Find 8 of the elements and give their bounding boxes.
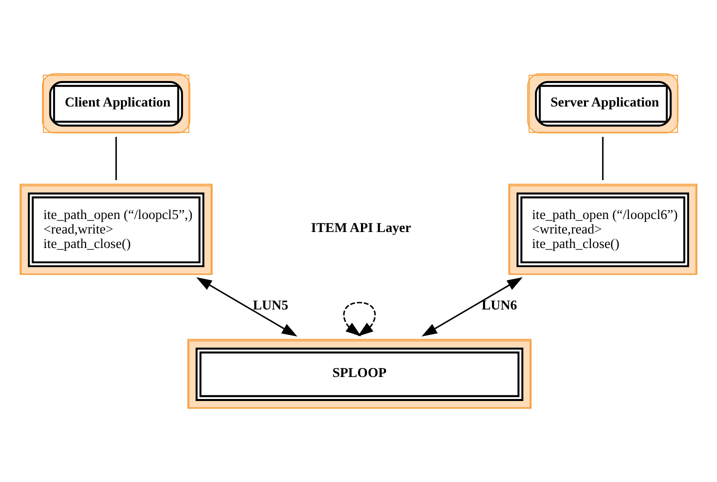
arrow xyxy=(196,277,298,336)
connector xyxy=(602,136,604,180)
edge-label: LUN5 xyxy=(252,298,288,313)
arrow xyxy=(422,277,523,336)
label: ITEM API Layer xyxy=(310,220,412,235)
connector xyxy=(115,136,117,180)
edge-label: LUN6 xyxy=(482,298,518,313)
arrow xyxy=(343,302,376,336)
